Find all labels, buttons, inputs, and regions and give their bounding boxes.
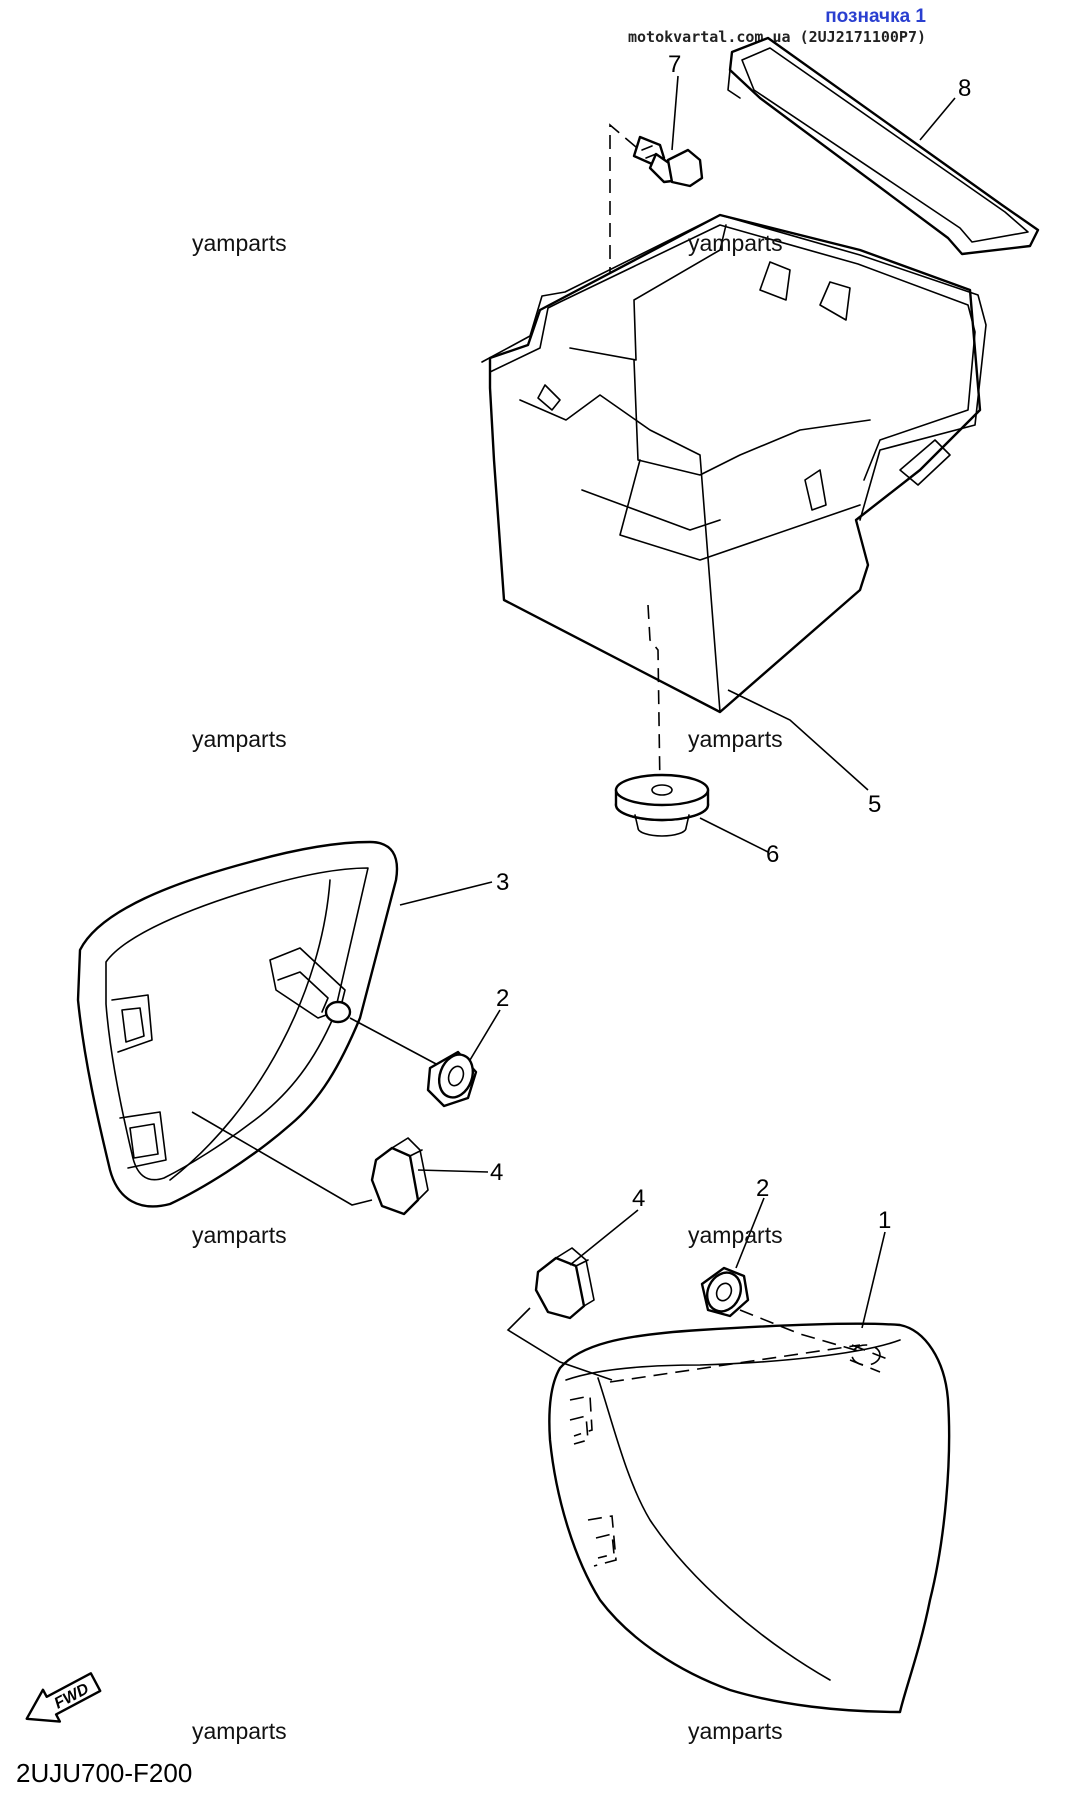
fwd-arrow-icon: FWD [25,1672,102,1723]
clip-part-4-upper [370,1137,429,1216]
side-cover-inner-part-3 [76,840,399,1208]
cover-inner-guide-line [349,1017,439,1066]
bolt-part-7 [632,135,704,188]
callout-numbers: 7 8 5 6 3 2 4 4 2 1 [490,51,971,1234]
callout-3: 3 [496,869,509,896]
callout-7: 7 [668,51,681,78]
watermark-yamparts: yamparts [192,1718,287,1744]
header-source: motokvartal.com.ua (2UJ2171100P7) [627,28,926,46]
cover-inner-guide-line-2 [191,1111,373,1206]
callout-5: 5 [868,791,881,818]
header-label[interactable]: позначка 1 [825,6,926,27]
battery-band-part-8 [727,36,1040,256]
callout-4-upper: 4 [490,1159,503,1186]
grommet-part-2-upper [426,1050,478,1108]
callout-2-lower: 2 [756,1175,769,1202]
bolt-guide-line [609,123,637,340]
callout-2-upper: 2 [496,985,509,1012]
watermark-yamparts: yamparts [688,1718,783,1744]
grommet-part-2-lower [700,1266,750,1318]
watermark-yamparts: yamparts [688,230,783,256]
watermark-yamparts: yamparts [192,1222,287,1248]
cover-outer-guide-line-2 [506,1307,613,1381]
watermark-yamparts: yamparts [688,1222,783,1248]
watermark-yamparts: yamparts [192,230,287,256]
side-cover-outer-part-1 [548,1322,951,1714]
callout-leaders [399,75,956,1329]
diagram-code: 2UJU700-F200 [16,1758,193,1788]
battery-box-part-5 [481,213,987,714]
callout-4-lower: 4 [632,1185,645,1212]
damper-part-6 [614,773,710,837]
grommet-guide-line [647,604,661,791]
callout-1: 1 [878,1207,891,1234]
watermark-yamparts: yamparts [688,726,783,752]
callout-8: 8 [958,75,971,102]
clip-part-4-lower [534,1247,595,1320]
callout-6: 6 [766,841,779,868]
watermark-yamparts: yamparts [192,726,287,752]
